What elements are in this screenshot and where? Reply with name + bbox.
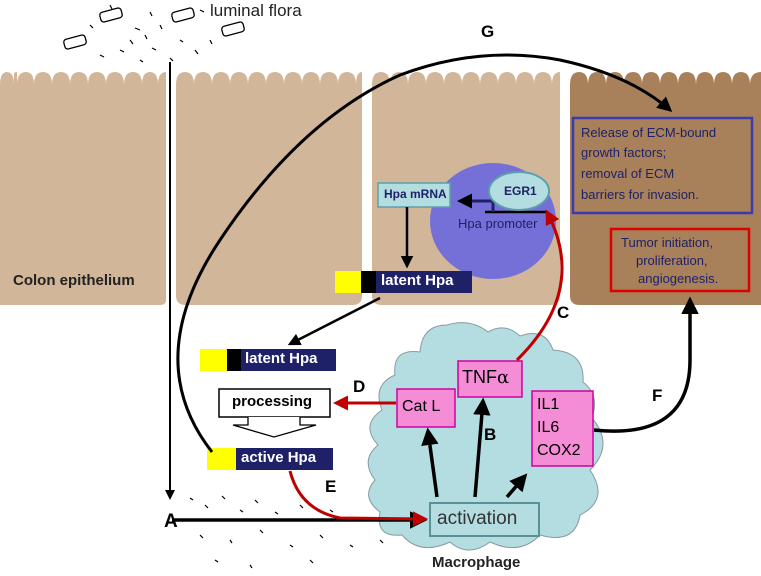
activation-label: activation: [437, 508, 518, 529]
ecm-text-4: barriers for invasion.: [581, 187, 699, 202]
cytokine-box: [531, 390, 594, 467]
tnf-box: [457, 360, 523, 398]
processing-label: processing: [232, 393, 313, 410]
arrow-f: [593, 296, 699, 433]
arrow-label-b: B: [484, 425, 497, 444]
arrow-to-cat-l: [421, 427, 439, 498]
ecm-text-3: removal of ECM: [581, 166, 675, 181]
colon-epithelium-label: Colon epithelium: [13, 272, 135, 289]
arrow-b: [473, 397, 491, 498]
cat-l-label: Cat L: [402, 398, 441, 415]
arrow-label-a: A: [164, 511, 178, 532]
tumor-text-1: Tumor initiation,: [621, 235, 713, 250]
latent-hpa-1-body: [376, 271, 472, 293]
latent-hpa-2-label: latent Hpa: [245, 350, 318, 367]
processing-down-arrow: [232, 417, 317, 438]
epithelial-cell-2: [176, 72, 362, 305]
active-hpa-label: active Hpa: [241, 449, 317, 466]
latent-hpa-2-body: [241, 349, 336, 371]
il6-label: IL6: [537, 419, 560, 436]
tumor-text-3: angiogenesis.: [638, 271, 719, 286]
debris-near-activation: [189, 495, 384, 569]
cox2-label: COX2: [537, 442, 581, 459]
tnf-label: TNFα: [462, 367, 509, 388]
active-hpa-signal: [207, 448, 236, 470]
tnf-text: TNF: [462, 367, 497, 387]
egr1-label: EGR1: [504, 184, 537, 198]
ecm-text-2: growth factors;: [581, 145, 667, 160]
arrow-label-f: F: [652, 386, 663, 405]
latent-hpa-2-signal: [200, 349, 227, 371]
epithelial-cell-1: [0, 72, 166, 305]
ecm-text-1: Release of ECM-bound: [581, 125, 717, 140]
arrow-label-c: C: [557, 303, 570, 322]
tumor-cell: [570, 72, 761, 305]
arrow-label-g: G: [481, 22, 495, 41]
arrow-to-cytokines: [505, 473, 528, 499]
tumor-box: [609, 227, 751, 293]
arrow-latent-secretion: [287, 296, 381, 346]
macrophage: [367, 322, 604, 551]
tnf-alpha: α: [497, 367, 510, 388]
arrow-e: [288, 470, 428, 527]
hpa-mrna-label: Hpa mRNA: [384, 187, 447, 201]
macrophage-label: Macrophage: [432, 554, 521, 571]
latent-hpa-1-label: latent Hpa: [381, 272, 454, 289]
activation-box: [429, 502, 540, 537]
tumor-text-2: proliferation,: [636, 253, 708, 268]
arrow-label-e: E: [325, 477, 337, 496]
hpa-promoter-label: Hpa promoter: [458, 216, 538, 231]
bacteria-debris: [89, 4, 213, 63]
hpa-mrna-box: [377, 182, 451, 208]
cat-l-box: [396, 388, 456, 428]
il1-label: IL1: [537, 396, 560, 413]
ecm-box: [571, 116, 754, 215]
latent-hpa-1-linker: [361, 271, 376, 293]
active-hpa-body: [236, 448, 333, 470]
latent-hpa-1-signal: [335, 271, 361, 293]
bacteria-icon: [63, 7, 245, 50]
latent-hpa-2-linker: [227, 349, 241, 371]
arrow-c: [515, 209, 564, 362]
egr1-protein: [488, 171, 550, 211]
processing-box: [218, 388, 331, 418]
luminal-flora-label: luminal flora: [210, 1, 302, 20]
arrow-g: [176, 53, 673, 453]
arrow-label-d: D: [353, 377, 366, 396]
